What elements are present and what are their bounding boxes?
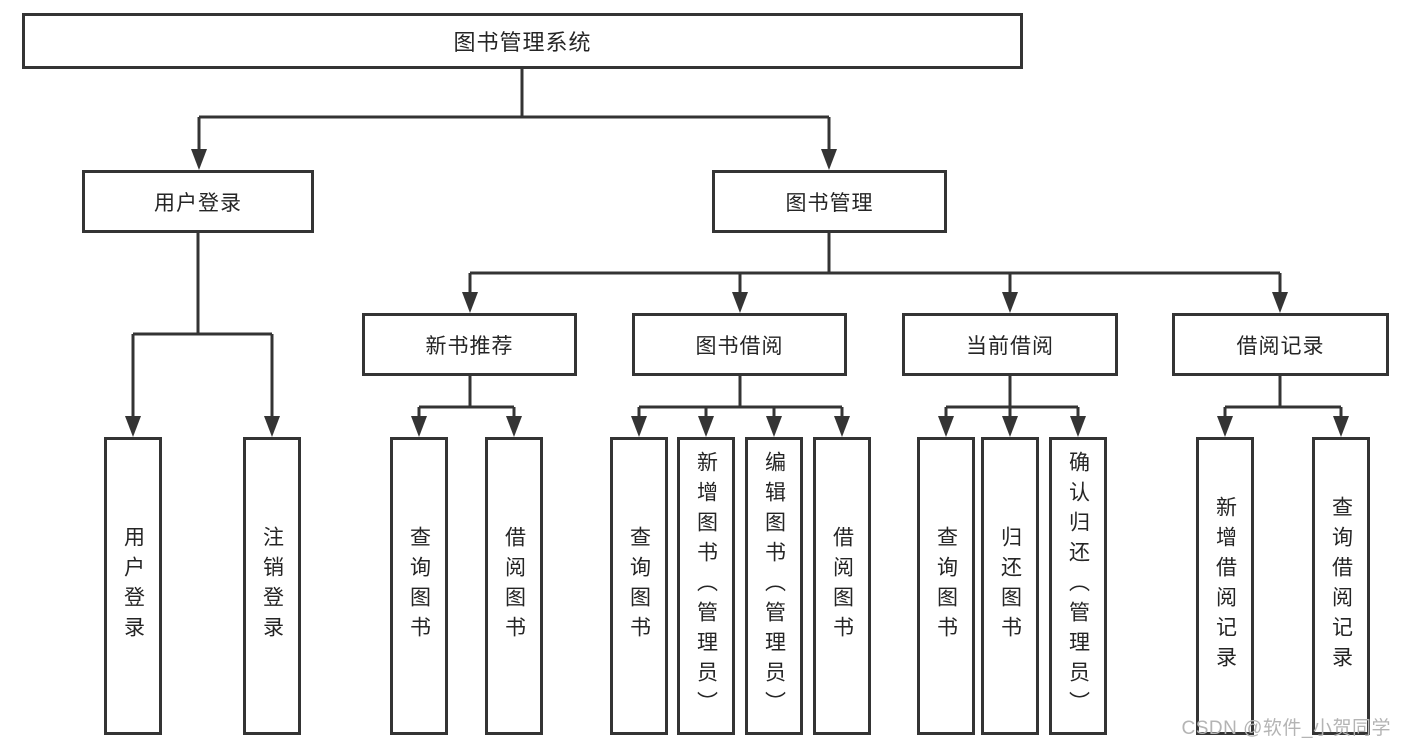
arrowhead-icons [125,149,1349,437]
node-user-login: 用户登录 [82,170,314,233]
node-label: 注销登录 [260,526,284,646]
leaf-query-book-borrow: 查询图书 [610,437,668,735]
node-book-management: 图书管理 [712,170,947,233]
node-label: 当前借阅 [966,334,1054,358]
node-label: 用户登录 [154,191,242,215]
connector-user-login-children [131,233,274,429]
connector-book-mgmt-to-level3 [468,233,1282,305]
connector-book-borrow-children [637,376,844,429]
node-library-management-system: 图书管理系统 [22,13,1023,69]
leaf-edit-book-admin: 编辑图书（管理员） [745,437,803,735]
arrow-down-icon [1002,416,1018,437]
csdn-watermark: CSDN @软件_小贺同学 [1181,718,1391,739]
arrow-down-icon [191,149,207,170]
leaf-query-borrow-record: 查询借阅记录 [1312,437,1370,735]
arrow-down-icon [698,416,714,437]
leaf-add-borrow-record: 新增借阅记录 [1196,437,1254,735]
leaf-confirm-return-admin: 确认归还（管理员） [1049,437,1107,735]
connector-new-book-children [417,376,516,429]
leaf-add-book-admin: 新增图书（管理员） [677,437,735,735]
arrow-down-icon [1002,292,1018,313]
node-label: 借阅图书 [830,526,854,646]
leaf-logout: 注销登录 [243,437,301,735]
arrow-down-icon [821,149,837,170]
leaf-user-login: 用户登录 [104,437,162,735]
node-new-book-recommend: 新书推荐 [362,313,577,376]
node-current-borrow: 当前借阅 [902,313,1118,376]
node-book-borrow: 图书借阅 [632,313,847,376]
arrow-down-icon [264,416,280,437]
node-label: 图书管理系统 [453,30,592,55]
node-label: 新书推荐 [425,334,514,358]
arrow-down-icon [506,416,522,437]
arrow-down-icon [462,292,478,313]
node-label: 新增图书（管理员） [694,451,718,721]
leaf-borrow-book: 借阅图书 [813,437,871,735]
node-label: 借阅记录 [1236,334,1325,358]
node-label: 确认归还（管理员） [1066,451,1090,721]
arrow-down-icon [411,416,427,437]
arrow-down-icon [834,416,850,437]
node-label: 新增借阅记录 [1213,496,1237,676]
arrow-down-icon [732,292,748,313]
leaf-borrow-book-recommend: 借阅图书 [485,437,543,735]
node-label: 查询图书 [934,526,958,646]
connector-borrow-record-children [1223,376,1343,429]
arrow-down-icon [938,416,954,437]
leaf-return-book: 归还图书 [981,437,1039,735]
connector-current-borrow-children [944,376,1080,429]
node-label: 编辑图书（管理员） [762,451,786,721]
node-label: 归还图书 [998,526,1022,646]
leaf-query-book-recommend: 查询图书 [390,437,448,735]
node-label: 查询图书 [407,526,431,646]
node-label: 图书借阅 [695,334,784,358]
arrow-down-icon [125,416,141,437]
node-label: 查询借阅记录 [1329,496,1353,676]
node-label: 借阅图书 [502,526,526,646]
connector-root-to-level2 [197,69,831,162]
arrow-down-icon [1217,416,1233,437]
node-label: 用户登录 [121,526,145,646]
arrow-down-icon [766,416,782,437]
node-label: 查询图书 [627,526,651,646]
arrow-down-icon [1272,292,1288,313]
arrow-down-icon [631,416,647,437]
arrow-down-icon [1333,416,1349,437]
leaf-query-book-current: 查询图书 [917,437,975,735]
node-borrow-record: 借阅记录 [1172,313,1389,376]
arrow-down-icon [1070,416,1086,437]
node-label: 图书管理 [785,191,874,215]
